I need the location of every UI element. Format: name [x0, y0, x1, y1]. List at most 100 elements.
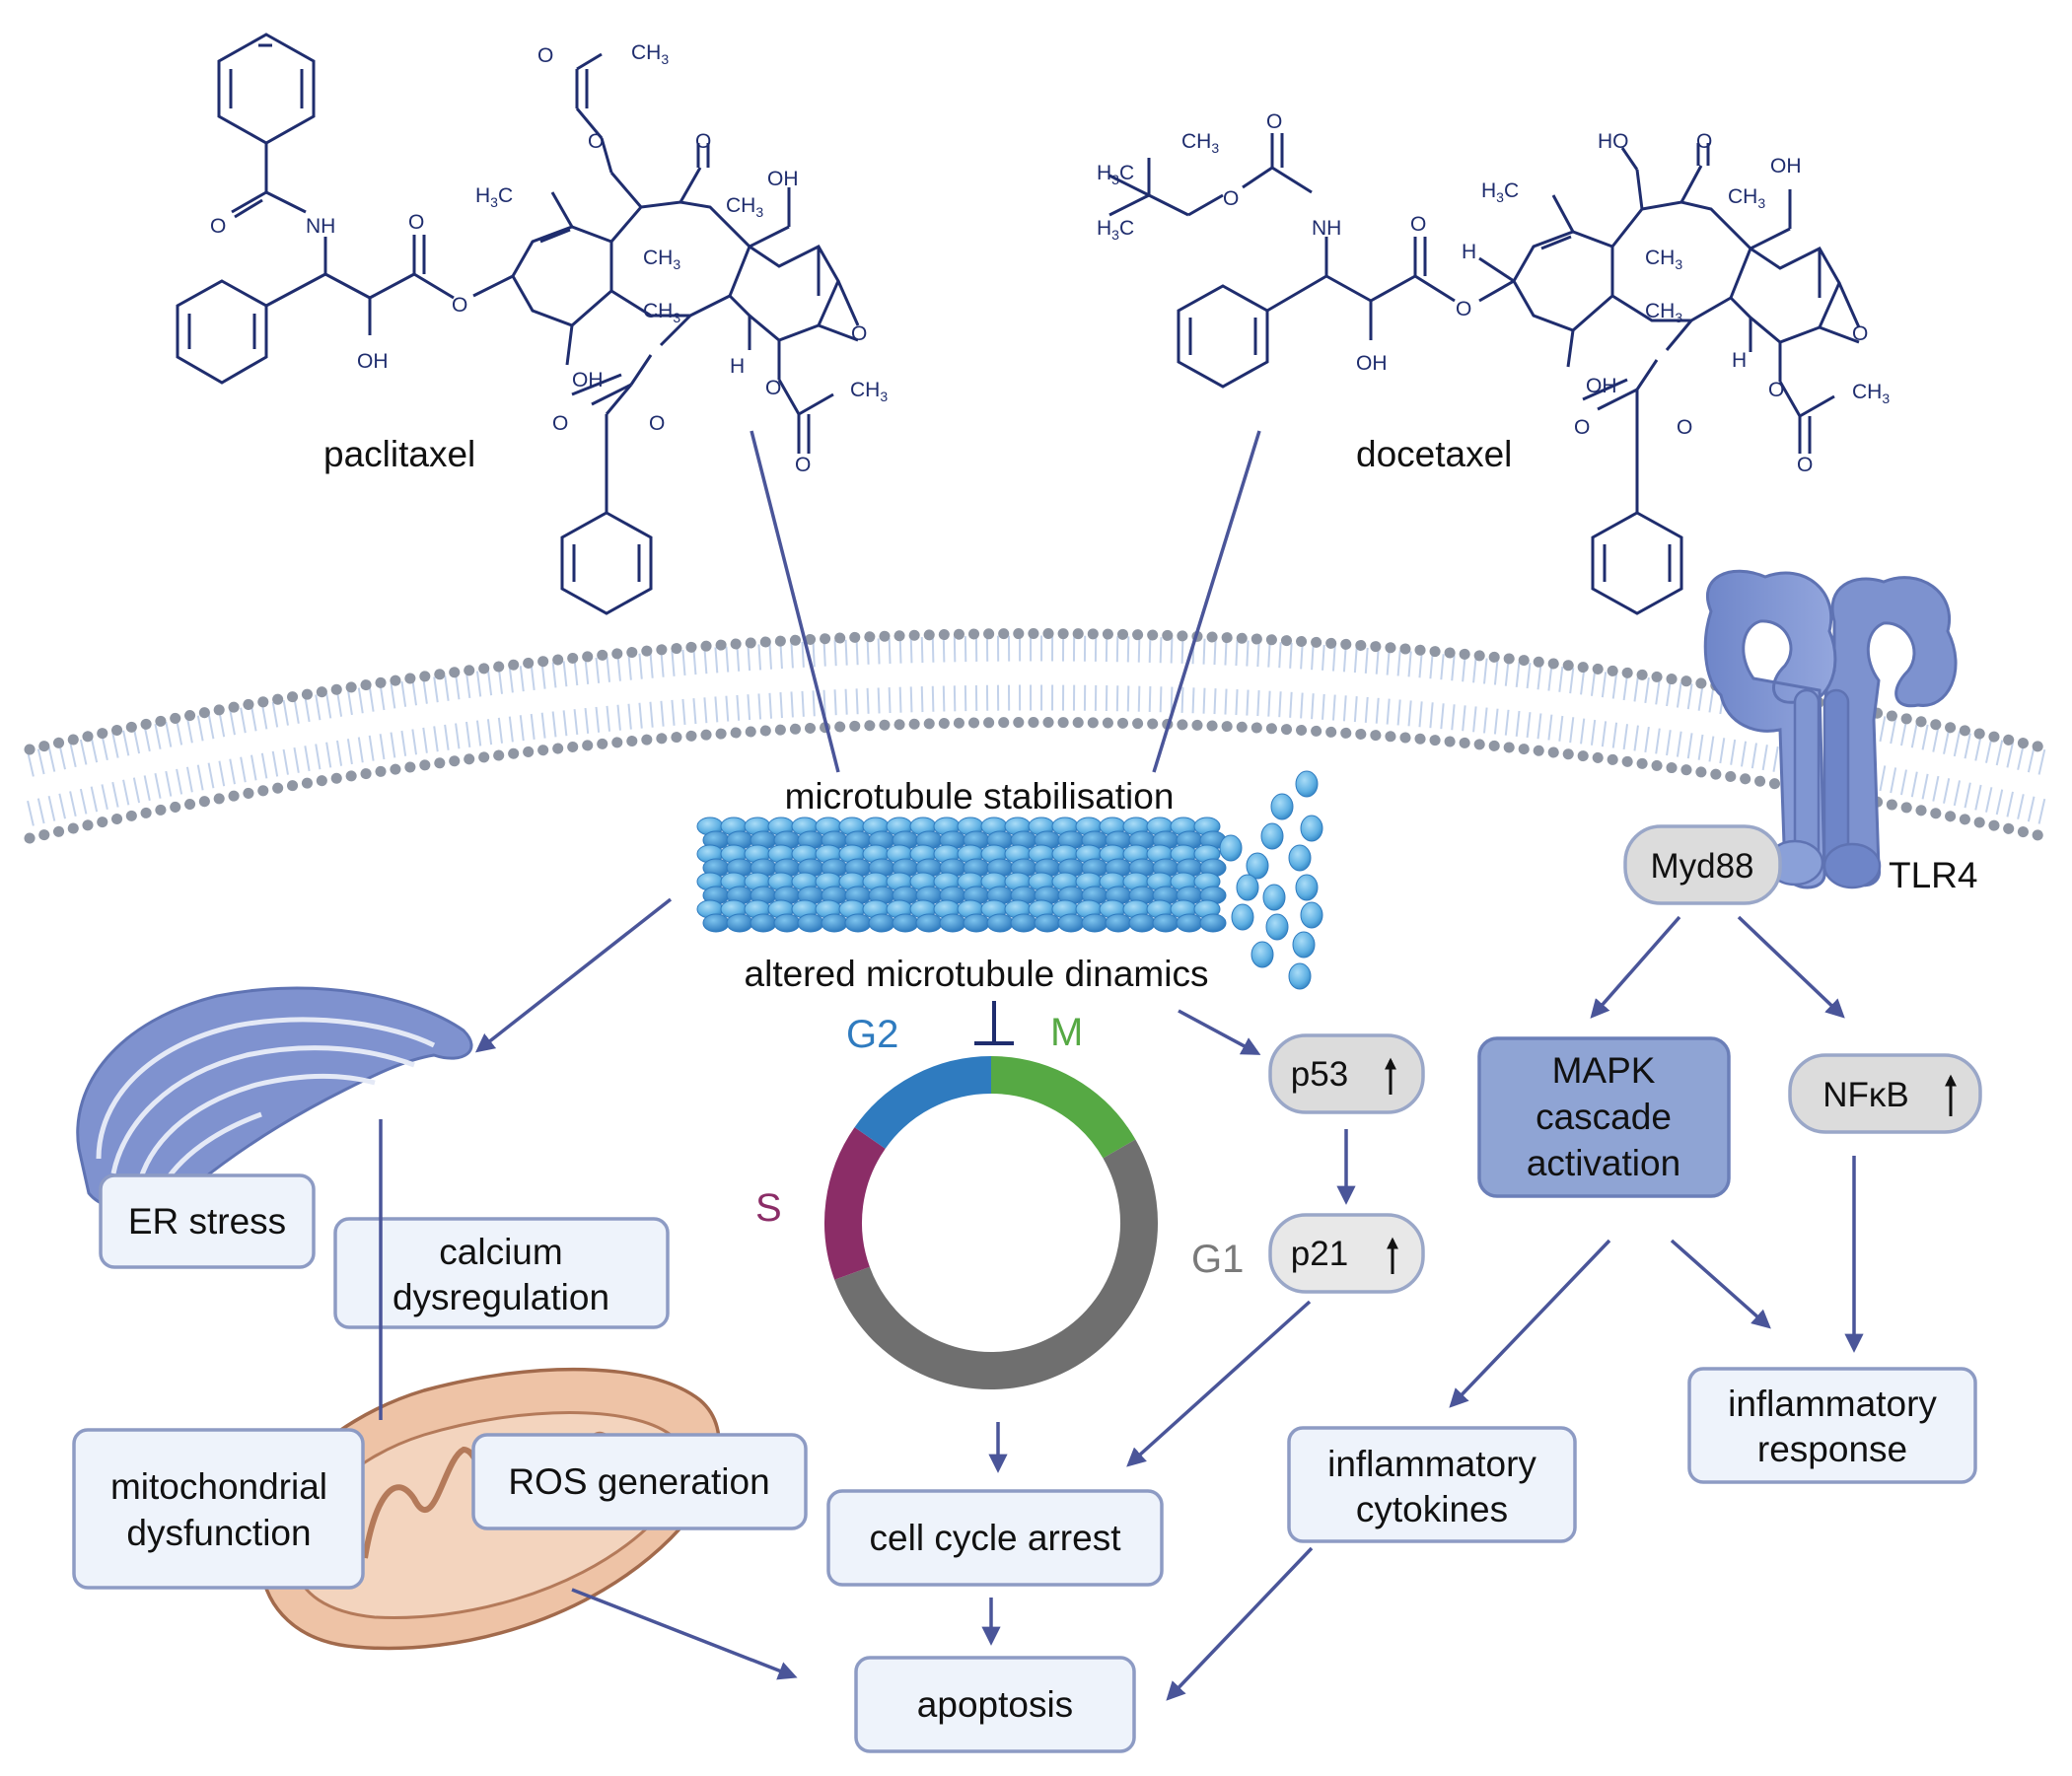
svg-text:inflammatory: inflammatory	[1327, 1444, 1536, 1484]
microtubule-stabilisation-label: microtubule stabilisation	[785, 776, 1175, 817]
altered-microtubule-dynamics-label: altered microtubule dinamics	[745, 954, 1209, 994]
svg-text:ROS generation: ROS generation	[508, 1461, 769, 1502]
free-tubulin-dimer	[1288, 844, 1312, 872]
free-tubulin-dimer	[1219, 834, 1243, 862]
svg-text:OH: OH	[1356, 352, 1388, 375]
svg-text:O: O	[1266, 110, 1282, 133]
svg-text:O: O	[552, 412, 568, 435]
svg-text:O: O	[1574, 416, 1590, 439]
phase-m-label: M	[1050, 1011, 1083, 1054]
tlr4-label: TLR4	[1889, 855, 1977, 895]
svg-text:apoptosis: apoptosis	[917, 1684, 1073, 1725]
tubulin-bead	[1128, 913, 1156, 933]
arrow-mitochondria-to-apoptosis	[571, 1588, 798, 1680]
svg-text:NH: NH	[1312, 217, 1341, 240]
arrow-microtubule-to-er	[474, 897, 673, 1053]
svg-text:ER stress: ER stress	[128, 1201, 286, 1242]
microtubule	[696, 770, 1323, 990]
phase-g1-label: G1	[1191, 1238, 1244, 1281]
svg-text:O: O	[537, 44, 553, 67]
free-tubulin-dimer	[1236, 874, 1259, 901]
phase-s-label: S	[755, 1186, 782, 1230]
svg-text:O: O	[765, 377, 781, 399]
svg-text:activation: activation	[1527, 1143, 1680, 1183]
free-tubulin-dimer	[1295, 770, 1319, 798]
inflammatory-cytokines-box: inflammatory cytokines	[1287, 1426, 1577, 1543]
tubulin-bead	[1199, 913, 1227, 933]
svg-text:H3C: H3C	[475, 184, 513, 210]
arrow-microtubule-to-p53	[1178, 1009, 1261, 1055]
svg-text:CH3: CH3	[850, 379, 888, 404]
svg-text:O: O	[1456, 298, 1471, 320]
svg-text:OH: OH	[357, 350, 389, 373]
tubulin-bead	[1105, 913, 1132, 933]
svg-text:CH3: CH3	[643, 300, 680, 325]
svg-text:O: O	[795, 454, 811, 476]
svg-text:dysfunction: dysfunction	[126, 1513, 311, 1553]
svg-text:CH3: CH3	[726, 194, 763, 220]
svg-text:dysregulation: dysregulation	[393, 1277, 609, 1317]
tubulin-bead	[1010, 913, 1037, 933]
phase-g2-arc	[854, 1056, 992, 1150]
membrane-lower-heads	[24, 717, 2057, 844]
pathway-arrows	[474, 897, 1864, 1701]
tubulin-bead	[844, 913, 872, 933]
inflammatory-response-box: inflammatory response	[1687, 1367, 1977, 1484]
svg-text:OH: OH	[1770, 155, 1802, 178]
tubulin-bead	[868, 913, 895, 933]
arrow-mapk-to-cytokines	[1449, 1239, 1611, 1408]
free-tubulin-dimer	[1250, 941, 1274, 968]
docetaxel-atom-labels: CH3 H3C H3C O O NH OH O O H H3C HO O CH3…	[1097, 110, 1890, 476]
free-tubulin-dimer	[1231, 903, 1254, 931]
svg-text:O: O	[1852, 322, 1868, 345]
p53-box: p53	[1268, 1033, 1425, 1114]
svg-text:cascade: cascade	[1536, 1097, 1672, 1137]
paclitaxel-to-microtubule-line	[750, 430, 840, 773]
arrow-cytokines-to-apoptosis	[1166, 1546, 1314, 1701]
arrow-myd88-to-nfkb	[1737, 915, 1845, 1019]
cell-cycle-ring	[824, 1056, 1158, 1389]
svg-text:CH3: CH3	[643, 247, 680, 272]
svg-text:cytokines: cytokines	[1356, 1489, 1508, 1529]
svg-text:O: O	[1768, 379, 1784, 401]
paclitaxel-structure	[176, 33, 860, 615]
free-tubulin-dimer	[1265, 913, 1289, 941]
tubulin-bead	[702, 913, 730, 933]
tubulin-bead	[915, 913, 943, 933]
paclitaxel-atom-labels: NH O OH O O H3C O O CH3 O CH3 CH3 CH3 OH…	[210, 41, 888, 476]
cell-cycle-arrest-box: cell cycle arrest	[826, 1489, 1164, 1587]
tlr4-receptor	[1703, 569, 1958, 889]
tubulin-bead	[726, 913, 753, 933]
myd88-box: Myd88	[1623, 824, 1782, 905]
svg-text:cell cycle arrest: cell cycle arrest	[870, 1518, 1122, 1558]
svg-text:O: O	[1410, 213, 1426, 236]
free-tubulin-dimer	[1295, 874, 1319, 901]
nfkb-box: NFκB	[1788, 1053, 1982, 1134]
svg-text:O: O	[851, 322, 867, 345]
arrow-myd88-to-mapk	[1590, 915, 1681, 1019]
svg-text:HO: HO	[1598, 130, 1629, 153]
ros-generation-box: ROS generation	[471, 1433, 808, 1530]
free-tubulin-dimer	[1300, 901, 1323, 929]
svg-text:CH3: CH3	[1852, 381, 1890, 406]
free-tubulin-dimer	[1270, 793, 1294, 820]
tlr4-tir-domain-b	[1822, 842, 1882, 889]
tubulin-bead	[750, 913, 777, 933]
mitochondrial-dysfunction-box: mitochondrial dysfunction	[72, 1428, 365, 1590]
svg-text:Myd88: Myd88	[1650, 847, 1753, 886]
svg-text:OH: OH	[572, 369, 604, 391]
svg-text:H3C: H3C	[1097, 162, 1134, 187]
tubulin-bead	[963, 913, 990, 933]
free-tubulin-dimer	[1246, 852, 1269, 880]
apoptosis-box: apoptosis	[854, 1656, 1136, 1753]
svg-text:H: H	[1462, 241, 1476, 263]
phase-g2-label: G2	[846, 1013, 898, 1056]
svg-text:mitochondrial: mitochondrial	[110, 1466, 327, 1507]
svg-text:calcium: calcium	[439, 1232, 562, 1272]
svg-text:CH3: CH3	[631, 41, 669, 67]
svg-text:CH3: CH3	[1181, 130, 1219, 156]
tubulin-bead	[892, 913, 919, 933]
tubulin-bead	[821, 913, 848, 933]
svg-text:O: O	[1696, 130, 1712, 153]
